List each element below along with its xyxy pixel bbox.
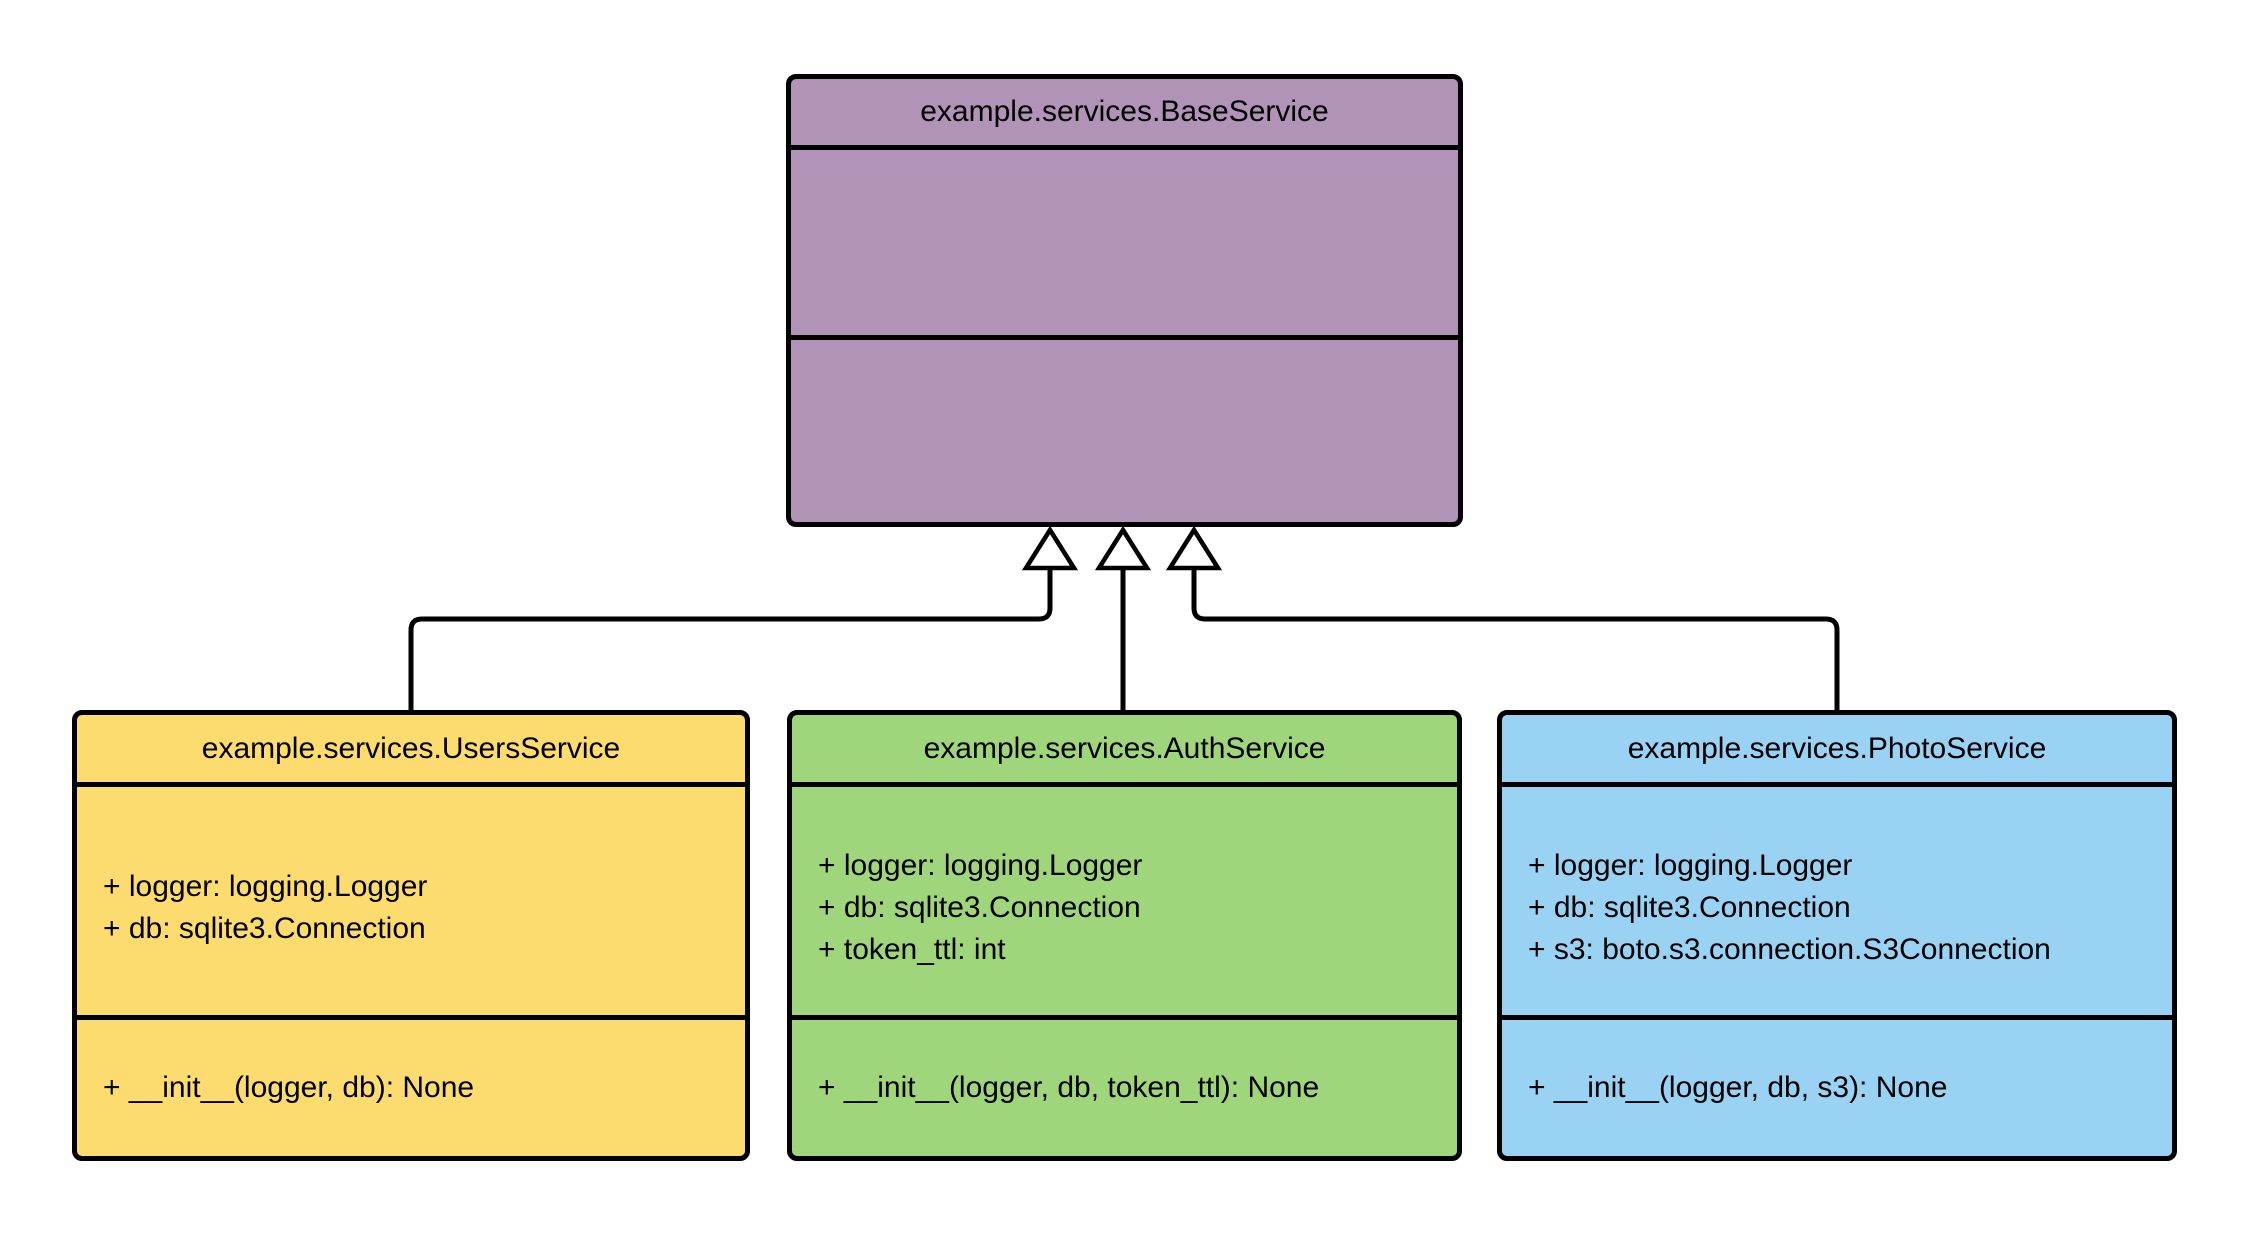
class-title: example.services.PhotoService xyxy=(1502,715,2172,787)
class-box-base-service: example.services.BaseService xyxy=(786,74,1463,527)
class-attributes-section xyxy=(791,150,1458,340)
class-method: + __init__(logger, db): None xyxy=(103,1071,475,1104)
class-attributes-section: + logger: logging.Logger + db: sqlite3.C… xyxy=(1502,787,2172,1020)
class-box-users-service: example.services.UsersService + logger: … xyxy=(72,710,750,1161)
class-attribute: + logger: logging.Logger xyxy=(103,870,428,903)
inheritance-triangle-icon xyxy=(1165,525,1223,571)
class-attributes-section: + logger: logging.Logger + db: sqlite3.C… xyxy=(77,787,745,1020)
class-attribute: + db: sqlite3.Connection xyxy=(1528,891,1851,924)
class-box-photo-service: example.services.PhotoService + logger: … xyxy=(1497,710,2177,1161)
inheritance-edge-photo-service xyxy=(1191,564,1840,712)
class-attribute: + db: sqlite3.Connection xyxy=(818,891,1141,924)
class-attribute: + token_ttl: int xyxy=(818,933,1006,966)
class-box-auth-service: example.services.AuthService + logger: l… xyxy=(787,710,1462,1161)
class-methods-section: + __init__(logger, db): None xyxy=(77,1020,745,1156)
inheritance-edge-users-service xyxy=(408,564,1053,712)
class-attribute: + s3: boto.s3.connection.S3Connection xyxy=(1528,933,2051,966)
class-attribute: + db: sqlite3.Connection xyxy=(103,912,426,945)
class-title: example.services.AuthService xyxy=(792,715,1457,787)
inheritance-triangle-icon xyxy=(1021,525,1079,571)
class-methods-section: + __init__(logger, db, s3): None xyxy=(1502,1020,2172,1156)
class-title: example.services.UsersService xyxy=(77,715,745,787)
class-attribute: + logger: logging.Logger xyxy=(818,849,1143,882)
class-title: example.services.BaseService xyxy=(791,79,1458,150)
class-methods-section: + __init__(logger, db, token_ttl): None xyxy=(792,1020,1457,1156)
class-attributes-section: + logger: logging.Logger + db: sqlite3.C… xyxy=(792,787,1457,1020)
class-methods-section xyxy=(791,340,1458,522)
inheritance-triangle-icon xyxy=(1094,525,1152,571)
class-method: + __init__(logger, db, token_ttl): None xyxy=(818,1071,1320,1104)
class-method: + __init__(logger, db, s3): None xyxy=(1528,1071,1948,1104)
class-attribute: + logger: logging.Logger xyxy=(1528,849,1853,882)
